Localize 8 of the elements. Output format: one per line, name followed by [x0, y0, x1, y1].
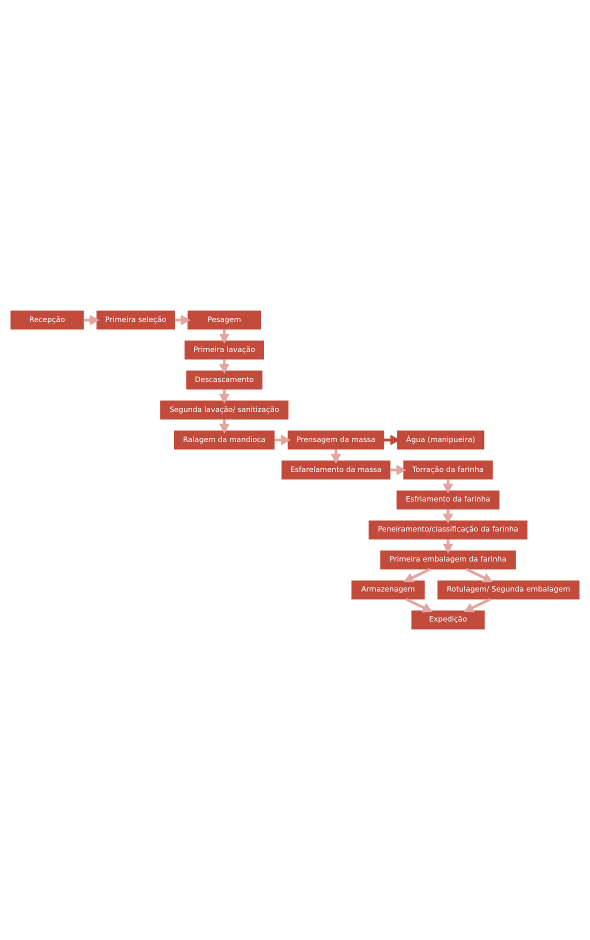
arrow	[384, 434, 400, 446]
arrow	[464, 598, 491, 612]
arrow	[466, 568, 493, 582]
arrow	[406, 598, 433, 612]
arrow	[403, 568, 430, 582]
arrow	[84, 314, 100, 326]
arrow	[274, 434, 291, 446]
arrow	[390, 464, 406, 476]
